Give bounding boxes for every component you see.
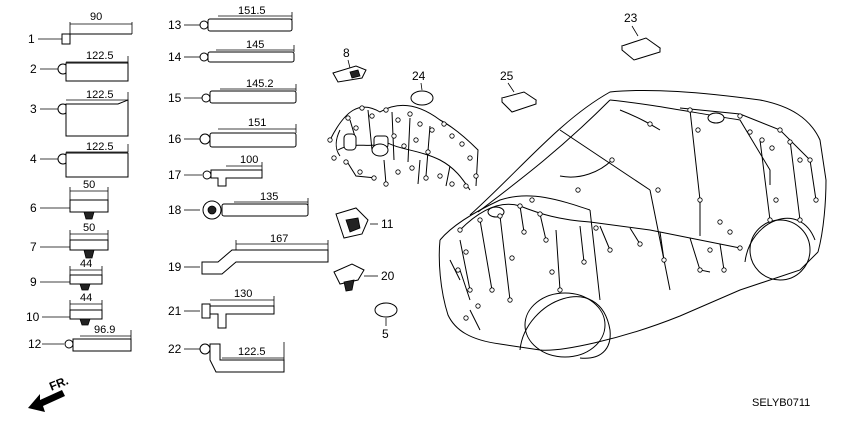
dimension-label-2: 122.5 bbox=[86, 50, 114, 62]
dimension-label-10: 44 bbox=[80, 292, 92, 304]
dimension-label-21: 130 bbox=[234, 288, 252, 300]
dimension-label-3: 122.5 bbox=[86, 89, 114, 101]
callout-number-15: 15 bbox=[168, 91, 182, 105]
part-25-pad: 25 bbox=[500, 69, 538, 113]
part-4-clamp: 4 122.5 bbox=[30, 141, 129, 178]
dimension-label-4: 122.5 bbox=[86, 141, 114, 153]
callout-number-12: 12 bbox=[28, 337, 42, 351]
vehicle-wire-harness bbox=[449, 107, 819, 331]
dimension-label-6: 50 bbox=[83, 179, 95, 191]
part-23-grommet: 24 bbox=[410, 69, 434, 106]
dimension-label-12: 96.9 bbox=[94, 324, 115, 336]
part-13-clamp: 13 151.5 bbox=[168, 5, 293, 32]
callout-number-9: 9 bbox=[30, 275, 37, 289]
part-2-clamp: 2 122.5 bbox=[30, 50, 129, 82]
callout-number-17: 17 bbox=[168, 168, 182, 182]
part-11-clip: 20 bbox=[333, 263, 395, 292]
part-5-grommet: 5 bbox=[374, 302, 398, 341]
dimension-label-22: 122.5 bbox=[238, 346, 266, 358]
callout-number-1: 1 bbox=[28, 32, 35, 46]
part-20-bracket: 11 bbox=[335, 207, 394, 239]
part-10-clip: 10 44 bbox=[26, 292, 103, 326]
callout-number-4: 4 bbox=[30, 152, 37, 166]
callout-number-23: 24 bbox=[412, 69, 426, 83]
callout-number-13: 13 bbox=[168, 18, 182, 32]
vehicle-harness-connectors bbox=[455, 107, 819, 321]
part-1-clamp: 1 90 bbox=[28, 11, 133, 46]
callout-number-8: 8 bbox=[343, 46, 350, 60]
callout-number-18: 18 bbox=[168, 203, 182, 217]
part-8-cover: 8 bbox=[332, 46, 367, 83]
engine-wire-harness bbox=[327, 104, 479, 191]
part-12-clamp: 12 96.9 bbox=[28, 324, 132, 352]
callout-number-20: 11 bbox=[381, 217, 394, 231]
callout-number-22: 22 bbox=[168, 342, 182, 356]
callout-number-10: 10 bbox=[26, 310, 40, 324]
callout-number-5: 5 bbox=[382, 327, 389, 341]
front-direction-arrow: FR. bbox=[28, 373, 70, 412]
part-24-pad: 23 bbox=[620, 11, 662, 61]
dimension-label-17: 100 bbox=[240, 154, 258, 166]
callout-number-24: 23 bbox=[624, 11, 638, 25]
part-15-clamp: 15 145.2 bbox=[168, 78, 297, 105]
callout-number-19: 19 bbox=[168, 260, 182, 274]
dimension-label-15: 145.2 bbox=[246, 78, 274, 90]
part-17-clamp: 17 100 bbox=[168, 154, 263, 187]
callout-number-14: 14 bbox=[168, 50, 182, 64]
dimension-label-14: 145 bbox=[246, 39, 264, 51]
part-18-clamp: 18 135 bbox=[168, 191, 309, 220]
part-21-clamp: 21 130 bbox=[168, 288, 275, 329]
part-16-clamp: 16 151 bbox=[168, 117, 297, 148]
callout-number-21: 21 bbox=[168, 304, 182, 318]
dimension-label-19: 167 bbox=[270, 233, 288, 245]
callout-number-3: 3 bbox=[30, 102, 37, 116]
callout-number-16: 16 bbox=[168, 132, 182, 146]
dimension-label-16: 151 bbox=[248, 117, 266, 129]
part-22-clamp: 22 122.5 bbox=[168, 342, 285, 373]
callout-number-11: 20 bbox=[381, 269, 395, 283]
part-3-clamp: 3 122.5 bbox=[30, 89, 129, 137]
callout-number-6: 6 bbox=[30, 201, 37, 215]
part-6-clip: 6 50 bbox=[30, 179, 109, 220]
vehicle-body-outline bbox=[438, 89, 827, 359]
dimension-label-13: 151.5 bbox=[238, 5, 266, 17]
harness-connectors bbox=[327, 105, 479, 189]
front-direction-label: FR. bbox=[47, 373, 70, 393]
dimension-label-9: 44 bbox=[80, 258, 92, 270]
catalog-code: SELYB0711 bbox=[752, 397, 810, 409]
dimension-label-7: 50 bbox=[83, 222, 95, 234]
callout-number-25: 25 bbox=[500, 69, 514, 83]
dimension-label-18: 135 bbox=[260, 191, 278, 203]
part-7-clip: 7 50 bbox=[30, 222, 109, 259]
callout-number-7: 7 bbox=[30, 240, 37, 254]
part-19-clamp: 19 167 bbox=[168, 233, 329, 275]
callout-number-2: 2 bbox=[30, 62, 37, 76]
part-9-clip: 9 44 bbox=[30, 258, 103, 291]
part-14-clamp: 14 145 bbox=[168, 39, 295, 64]
dimension-label-1: 90 bbox=[90, 11, 102, 23]
